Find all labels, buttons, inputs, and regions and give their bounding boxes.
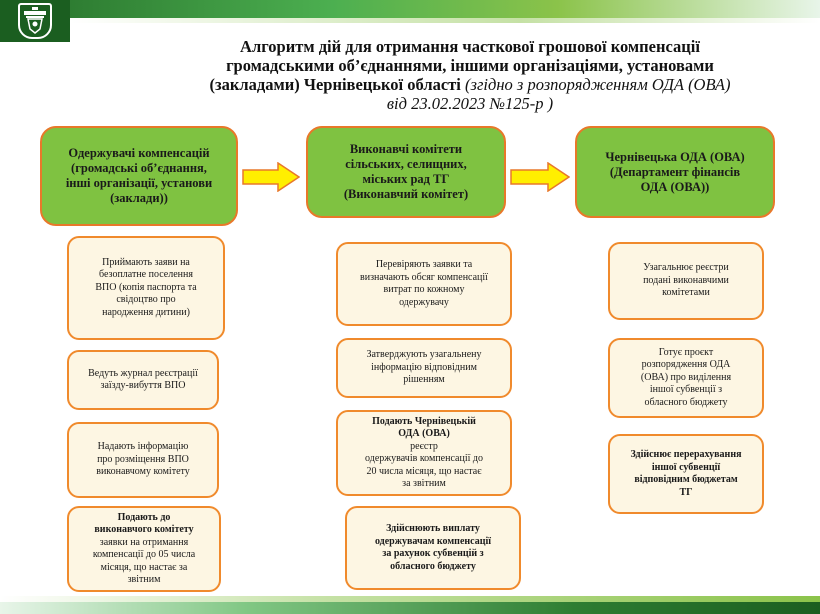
bottom-banner-gradient: [0, 602, 820, 614]
card-text-line: іншої субвенції з: [649, 384, 723, 396]
top-banner: [0, 0, 820, 42]
card-text-line: безоплатне поселення: [99, 269, 193, 281]
bottom-banner-stripe: [0, 596, 820, 602]
arrow-right-icon: [510, 162, 570, 192]
card-text-line: свідоцтво про: [116, 294, 176, 306]
card-text-line: про розміщення ВПО: [97, 453, 189, 465]
card-oda-3: Здійснює перерахування іншої субвенції в…: [608, 434, 764, 514]
header-oda-line: Чернівецька ОДА (ОВА): [605, 149, 745, 164]
header-oda-line: ОДА (ОВА)): [640, 179, 710, 194]
title-line-4: від 23.02.2023 №125-р ): [386, 94, 554, 113]
card-text-line: розпорядження ОДА: [641, 359, 731, 371]
card-text-line: одержувачу: [399, 296, 449, 308]
card-text-line: Надають інформацію: [97, 441, 189, 453]
card-text-line: обласного бюджету: [644, 396, 728, 408]
header-committees-line: Виконавчі комітети: [349, 142, 463, 156]
card-text-line: іншої субвенції: [651, 461, 721, 473]
card-text-line: Затверджують узагальнену: [366, 349, 482, 361]
card-text-line: за рахунок субвенцій з: [382, 548, 484, 559]
header-recipients-line: (громадські об’єднання,: [71, 161, 207, 175]
card-text-line: витрат по кожному: [383, 284, 465, 295]
card-text-line: Ведуть журнал реєстрації: [88, 367, 198, 379]
card-committees-3: Подають Чернівецькій ОДА (ОВА) реєстр од…: [336, 410, 512, 496]
card-text-line: Подають до: [117, 511, 171, 523]
card-oda-1: Узагальнює реєстри подані виконавчими ко…: [608, 242, 764, 320]
card-text-line: місяця, що настає за: [100, 561, 188, 573]
arrow-right-icon: [242, 162, 300, 192]
header-recipients-line: (заклади)): [110, 191, 168, 205]
card-recipients-2: Ведуть журнал реєстрації заїзду-вибуття …: [67, 350, 219, 410]
card-text-line: ТГ: [679, 486, 693, 498]
card-text-line: одержувачів компенсації до: [365, 453, 483, 464]
card-text-line: компенсації до 05 числа: [92, 549, 196, 560]
card-text-line: Приймають заяви на: [102, 256, 190, 268]
top-banner-gradient: [70, 0, 820, 18]
card-text-line: подані виконавчими: [643, 274, 729, 286]
card-text-line: ОДА (ОВА) реєстр: [365, 428, 483, 453]
card-text-line: Готує проєкт: [658, 346, 714, 358]
title-line-3-italic: (згідно з розпорядженням ОДА (ОВА): [465, 75, 731, 94]
card-text-line: рішенням: [403, 374, 445, 386]
page-title: Алгоритм дій для отримання часткової гро…: [160, 37, 780, 113]
title-line-2: громадськими об’єднаннями, іншими органі…: [226, 56, 714, 75]
title-line-3: (закладами) Чернівецької області (згідно…: [160, 75, 780, 94]
card-text-line: інформацію відповідним: [371, 361, 477, 373]
card-text-line: заявки на отримання: [99, 536, 189, 548]
card-text-line: Здійснює перерахування: [630, 449, 742, 460]
card-committees-1: Перевіряють заявки та визначають обсяг к…: [336, 242, 512, 326]
card-text-line: Узагальнює реєстри: [643, 262, 729, 274]
header-committees-line: сільських, селищних,: [345, 157, 467, 171]
card-text-line: виконавчого комітету: [94, 524, 194, 535]
header-committees-line: міських рад ТГ: [362, 172, 450, 186]
card-text-line: визначають обсяг компенсації: [360, 271, 488, 283]
header-recipients: Одержувачі компенсацій (громадські об’єд…: [40, 126, 238, 226]
header-executive-committees: Виконавчі комітети сільських, селищних, …: [306, 126, 506, 218]
title-line-1: Алгоритм дій для отримання часткової гро…: [240, 37, 700, 56]
card-text-line: обласного бюджету: [390, 560, 476, 572]
card-text-line: народження дитини): [102, 306, 190, 318]
card-text-line: 20 числа місяця, що настає: [366, 465, 482, 477]
card-text-line: виконавчому комітету: [96, 466, 190, 478]
card-text-line: відповідним бюджетам: [634, 474, 738, 485]
card-text-line: Здійснюють виплату: [386, 523, 480, 534]
card-text-line: за звітним: [402, 478, 446, 489]
header-committees-line: (Виконавчий комітет): [343, 187, 469, 201]
card-committees-2: Затверджують узагальнену інформацію відп…: [336, 338, 512, 398]
coat-of-arms-icon: [18, 3, 52, 39]
top-banner-stripe: [70, 18, 820, 23]
card-text-line: комітетами: [662, 287, 710, 299]
card-text-bold: ОДА (ОВА): [398, 428, 450, 439]
card-text-line: (ОВА) про виділення: [640, 371, 732, 383]
card-text-line: Перевіряють заявки та: [375, 259, 473, 270]
card-text-regular: реєстр: [410, 440, 438, 452]
header-recipients-line: Одержувачі компенсацій: [68, 146, 210, 160]
card-text-line: ВПО (копія паспорта та: [95, 281, 197, 293]
card-text-line: заїзду-вибуття ВПО: [100, 380, 186, 391]
card-text-line: звітним: [127, 574, 161, 585]
card-recipients-4: Подають до виконавчого комітету заявки н…: [67, 506, 221, 592]
card-oda-2: Готує проєкт розпорядження ОДА (ОВА) про…: [608, 338, 764, 418]
card-text-line: одержувачам компенсації: [374, 535, 492, 547]
card-recipients-1: Приймають заяви на безоплатне поселення …: [67, 236, 225, 340]
header-regional-administration: Чернівецька ОДА (ОВА) (Департамент фінан…: [575, 126, 775, 218]
card-recipients-3: Надають інформацію про розміщення ВПО ви…: [67, 422, 219, 498]
title-line-3-bold: (закладами) Чернівецької області: [209, 75, 466, 94]
bottom-banner: [0, 596, 820, 614]
card-committees-4: Здійснюють виплату одержувачам компенсац…: [345, 506, 521, 590]
header-recipients-line: інші організації, установи: [65, 176, 213, 190]
card-text-line: Подають Чернівецькій: [372, 415, 476, 427]
header-oda-line: (Департамент фінансів: [609, 164, 741, 179]
